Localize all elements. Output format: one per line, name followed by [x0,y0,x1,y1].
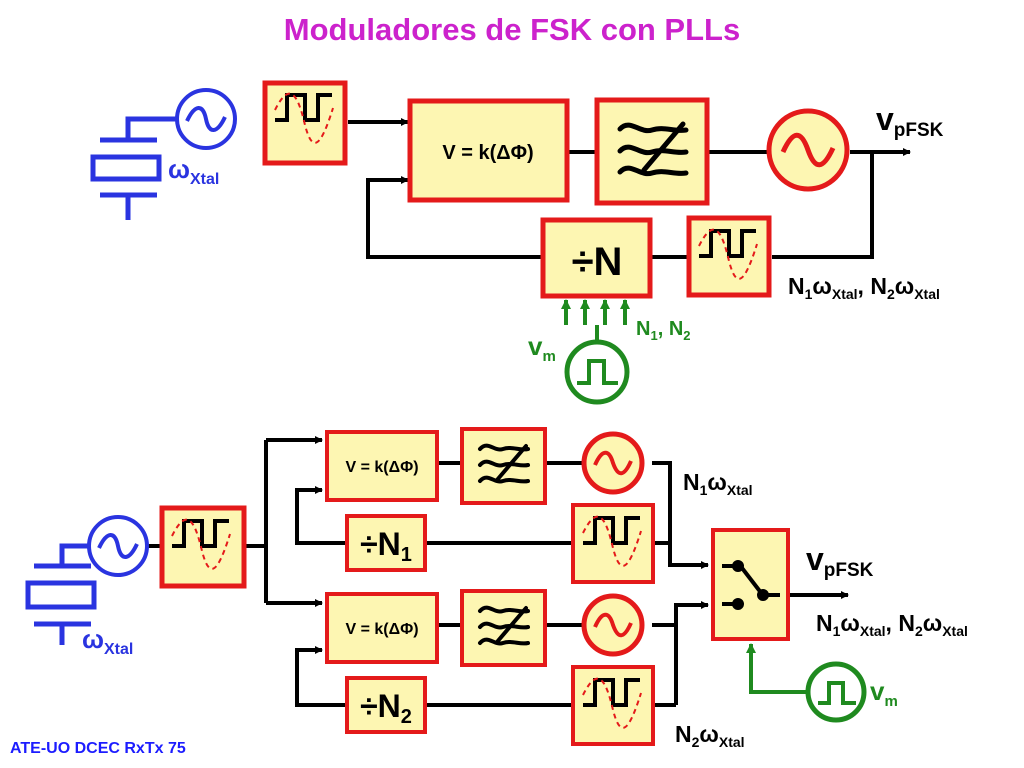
top-control-values-label: N1, N2 [636,318,691,343]
bottom-switch-block [711,528,790,641]
top-control-arrows [561,299,630,342]
top-output-label: vpFSK [876,101,944,141]
top-diagram: ωXtal V = k(ΔΦ) [90,80,944,405]
page-title: Moduladores de FSK con PLLs [283,12,741,47]
top-frequencies-label: N1ωXtal, N2ωXtal [788,273,940,302]
bottom-vm-label: vm [870,676,898,710]
bottom-diagram: ωXtal V = k(ΔΦ) N1ωXtal [25,427,968,750]
top-loop-filter-block [594,97,710,206]
bottom-output-label: vpFSK [806,541,874,581]
bottom-vco-1-icon [581,431,645,495]
bottom-divider-2-block: ÷N2 [345,676,427,734]
bottom-feedback-comparator-2-block [571,665,655,746]
bottom-loop-filter-1-block [460,427,547,505]
bottom-phase-detector-1-block: V = k(ΔΦ) [325,430,439,502]
bottom-control-wire [746,643,808,694]
top-feedback-comparator-block [686,215,772,298]
bottom-phase-detector-2-label: V = k(ΔΦ) [345,621,418,638]
bottom-xtal-frequency-label: ωXtal [82,624,133,658]
bottom-phase-detector-2-block: V = k(ΔΦ) [325,592,439,664]
bottom-divider-2-label: ÷N2 [360,688,412,728]
top-divider-block: ÷N [540,217,653,299]
top-divider-label: ÷N [572,240,623,284]
lowpass-filter-icon [617,121,689,177]
top-xtal-frequency-label: ωXtal [168,154,219,188]
bottom-vco-2-icon [581,593,645,657]
bottom-comparator-block [159,505,247,589]
top-crystal-oscillator-icon [175,88,237,150]
bottom-freq-1-label: N1ωXtal [683,469,753,498]
top-modulating-signal-icon [564,339,630,405]
bottom-feedback-comparator-1-block [571,503,655,584]
bottom-freq-2-label: N2ωXtal [675,721,745,750]
bottom-crystal-oscillator-icon [87,515,149,577]
top-phase-detector-label: V = k(ΔΦ) [442,142,533,164]
lowpass-filter-icon [478,443,530,484]
bottom-wires [148,436,849,707]
bottom-divider-1-label: ÷N1 [360,526,412,566]
bottom-modulating-signal-icon [805,661,867,723]
top-vm-label: vm [528,331,556,365]
top-comparator-block [262,80,348,166]
top-vco-icon [766,108,850,192]
top-phase-detector-block: V = k(ΔΦ) [407,98,570,203]
top-crystal-icon [90,116,176,220]
footer-label: ATE-UO DCEC RxTx 75 [10,740,186,757]
lowpass-filter-icon [478,605,530,646]
top-wires [348,118,911,259]
bottom-frequencies-label: N1ωXtal, N2ωXtal [816,610,968,639]
bottom-divider-1-block: ÷N1 [345,514,427,572]
switch-icon [722,560,780,610]
bottom-loop-filter-2-block [460,589,547,667]
bottom-phase-detector-1-label: V = k(ΔΦ) [345,459,418,476]
bottom-crystal-icon [25,543,97,645]
